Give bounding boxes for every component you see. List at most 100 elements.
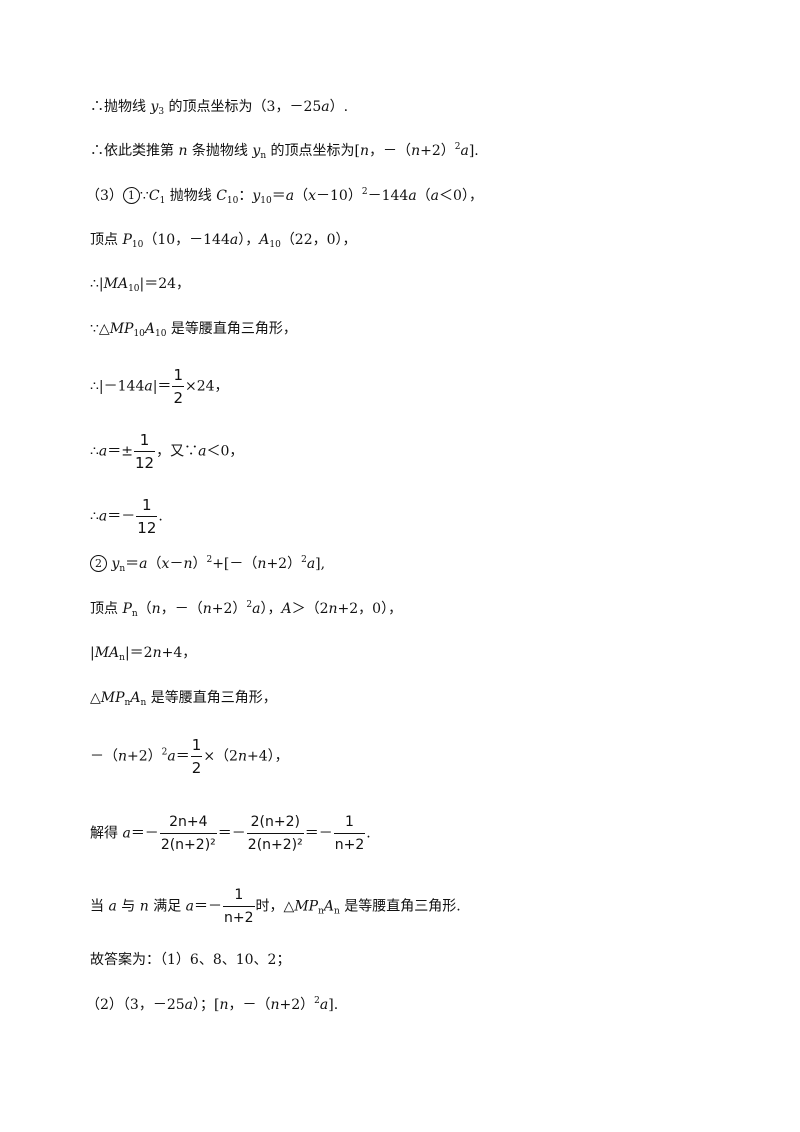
line-triangle-n: △MPnAn 是等腰直角三角形，: [90, 688, 277, 708]
superscript: 2: [361, 187, 368, 197]
subscript: n: [260, 151, 267, 161]
subscript: 3: [158, 107, 165, 117]
text: +2）: [211, 601, 247, 617]
subscript: n: [318, 906, 324, 917]
text: 当: [90, 898, 109, 915]
text: +2）: [420, 143, 455, 159]
text: ∴依此类推第: [90, 143, 179, 159]
var: n: [257, 556, 267, 572]
line-part2-yn: 2 yn＝a（x－n）2+[－（n+2）2a],: [90, 554, 325, 574]
text: ）: [192, 556, 207, 572]
text: ∴|－144: [90, 378, 145, 395]
var: x: [161, 556, 170, 572]
var: a: [229, 232, 239, 248]
numerator: 2n+4: [169, 814, 208, 830]
denominator: 2: [190, 756, 203, 778]
text: ：: [238, 188, 253, 204]
subscript: n: [140, 698, 147, 708]
var: MA: [103, 276, 129, 292]
denominator: 2: [172, 386, 184, 408]
text: 时，△: [255, 898, 295, 915]
text: .: [158, 508, 163, 525]
subscript: 10: [128, 284, 140, 294]
text: 满足: [148, 898, 186, 915]
text: （: [416, 188, 431, 204]
var: n: [183, 556, 193, 572]
text: ∵△: [90, 321, 110, 337]
text: ）.: [329, 99, 349, 115]
denominator: 12: [136, 516, 158, 538]
denominator: 12: [134, 451, 156, 473]
var: a: [319, 997, 329, 1013]
line-vertex-pn: 顶点 Pn（n，－（n+2）2a），A＞（2n+2，0），: [90, 599, 402, 619]
text: 抛物线: [165, 188, 217, 204]
text: |: [90, 645, 95, 661]
text: （: [137, 601, 152, 617]
text: ∴抛物线: [90, 99, 151, 115]
var: a: [252, 601, 261, 617]
var: A: [281, 601, 292, 617]
line-answer-1: 故答案为：（1）6、8、10、2；: [90, 950, 290, 970]
var: n: [411, 143, 421, 159]
text: ×24，: [184, 378, 229, 395]
var: P: [122, 232, 132, 248]
var: y: [252, 188, 261, 204]
text: +4，: [161, 645, 197, 661]
text: ∴: [90, 508, 99, 525]
text: +[－（: [212, 556, 258, 572]
text: ，－（: [160, 601, 203, 617]
line-vertex-p10: 顶点 P10（10，－144a），A10（22，0），: [90, 230, 357, 250]
text: |＝: [152, 378, 172, 395]
numerator: 1: [345, 814, 354, 830]
var: a: [408, 188, 417, 204]
var: a: [167, 748, 176, 765]
text: ，－（: [228, 997, 271, 1013]
text: （3）: [86, 188, 123, 204]
text: ），: [260, 601, 282, 617]
text: ＝－: [217, 825, 246, 842]
text: ＜0，: [206, 443, 244, 460]
line-triangle-10: ∵△MP10A10 是等腰直角三角形，: [90, 319, 297, 339]
var: a: [98, 508, 108, 525]
var: n: [139, 898, 149, 915]
var: a: [198, 443, 207, 460]
line-answer-2: （2）（3，－25a）；[n，－（n+2）2a].: [86, 995, 338, 1015]
var: n: [151, 601, 161, 617]
text: ＞（2: [291, 601, 329, 617]
var: P: [122, 601, 132, 617]
var: n: [328, 601, 338, 617]
line-ma10: ∴|MA10|＝24，: [90, 274, 190, 294]
text: ∴: [90, 443, 99, 460]
subscript: n: [119, 564, 126, 574]
superscript: 2: [314, 996, 320, 1006]
var: a: [306, 556, 316, 572]
text: |＝2: [124, 645, 153, 661]
var: a: [460, 143, 469, 159]
superscript: 2: [246, 600, 253, 610]
var: a: [108, 898, 117, 915]
line-vertex-y3: ∴抛物线 y3 的顶点坐标为（3，－25a）.: [90, 97, 348, 117]
var: n: [152, 645, 162, 661]
text: +2）: [127, 748, 162, 765]
text: ].: [468, 143, 479, 159]
text: （22，0），: [280, 232, 357, 248]
var: n: [360, 143, 370, 159]
text: ＝－: [304, 825, 333, 842]
subscript: 10: [133, 329, 145, 339]
text: 顶点: [90, 232, 123, 248]
var: n: [219, 997, 229, 1013]
text: 是等腰直角三角形.: [339, 898, 461, 915]
var: a: [144, 378, 153, 395]
denominator: n+2: [333, 833, 366, 855]
text: ＝: [271, 188, 286, 204]
subscript: 10: [155, 329, 167, 339]
text: －: [169, 556, 184, 572]
text: +2）: [266, 556, 302, 572]
superscript: 2: [454, 142, 461, 152]
text: 解得: [90, 825, 123, 842]
